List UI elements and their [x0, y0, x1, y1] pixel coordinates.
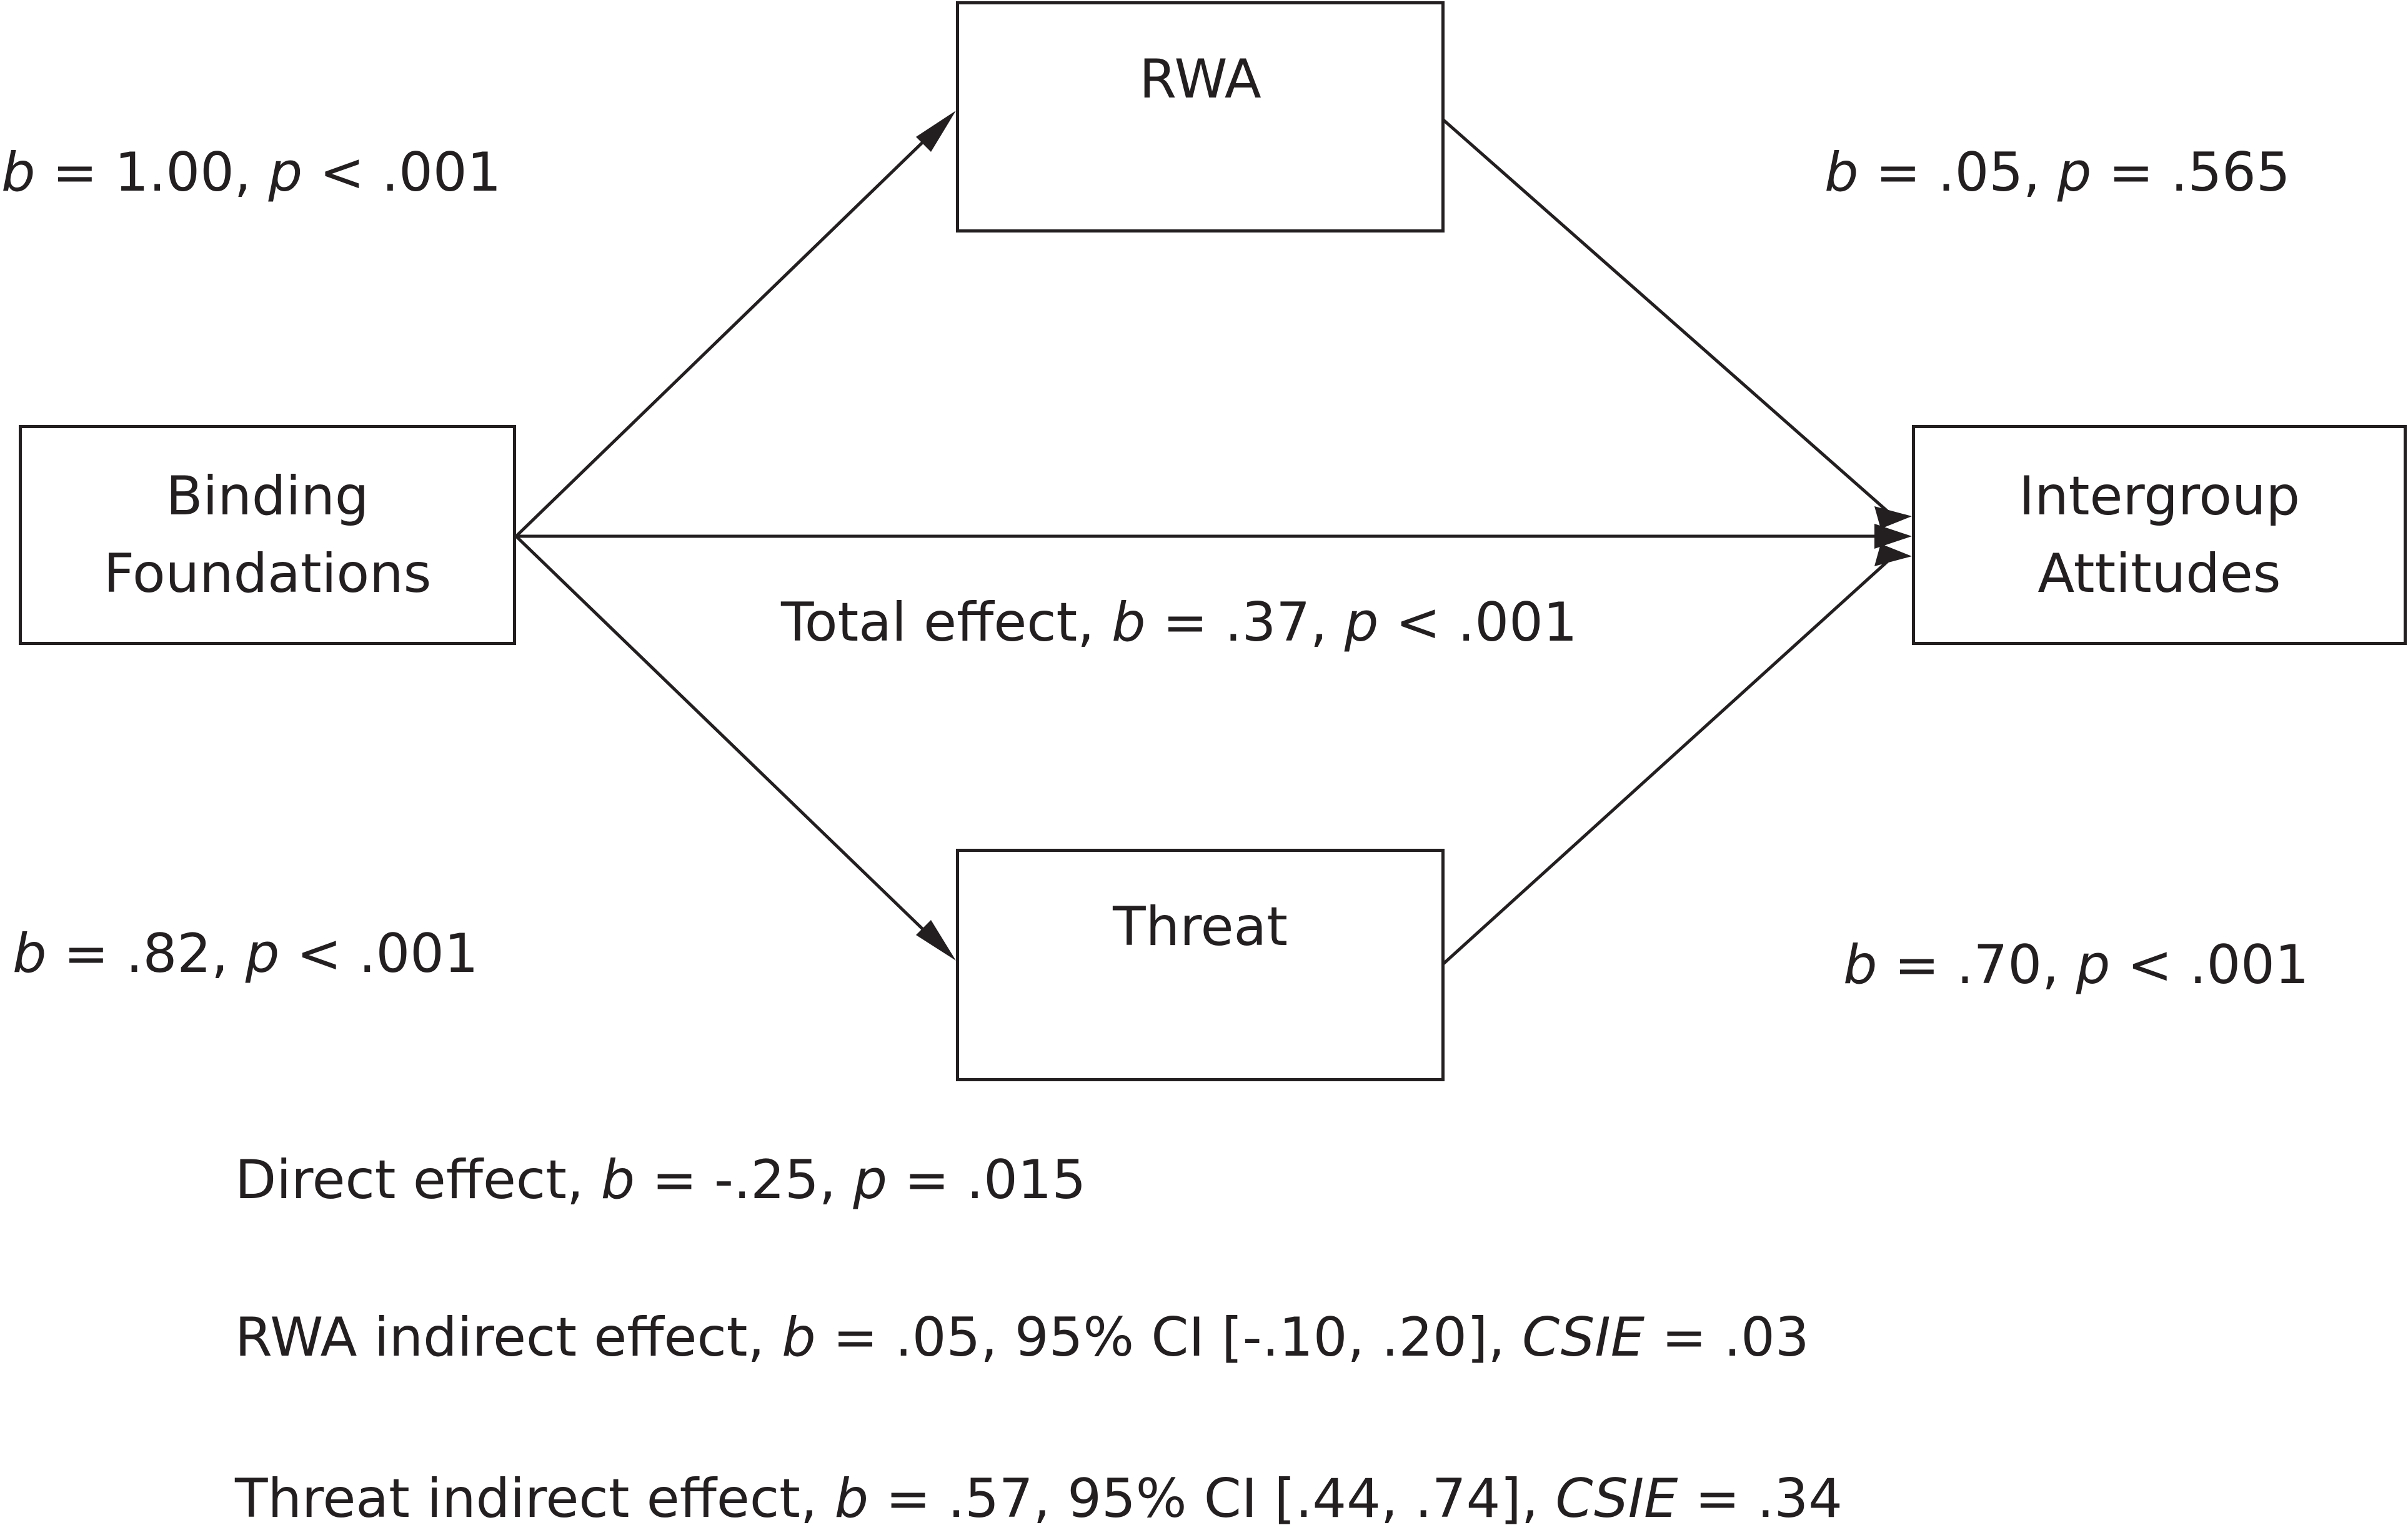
arrowhead-outcome-top	[1874, 506, 1912, 529]
node-intergroup-attitudes-label: Intergroup Attitudes	[2018, 465, 2301, 605]
arrowhead-threat	[916, 920, 956, 961]
arrow-rwa-to-outcome	[1441, 118, 1894, 518]
label-total-effect: Total effect, b = .37, p < .001	[781, 591, 1578, 654]
arrow-binding-to-threat	[515, 535, 937, 943]
arrow-binding-to-rwa	[515, 128, 937, 538]
node-rwa-label: RWA	[1139, 48, 1261, 111]
direct-effect-line: Direct effect, b = -.25, p = .015	[235, 1149, 1087, 1211]
node-binding-foundations-label: Binding Foundations	[103, 465, 432, 605]
label-rwa-to-outcome: b = .05, p = .565	[1824, 141, 2291, 204]
node-threat: Threat	[956, 849, 1445, 1081]
arrowhead-rwa	[916, 111, 956, 152]
arrowhead-outcome-bottom	[1874, 544, 1912, 566]
node-binding-foundations: Binding Foundations	[19, 425, 516, 645]
threat-indirect-effect-line: Threat indirect effect, b = .57, 95% CI …	[235, 1468, 1843, 1530]
label-binding-to-threat: b = .82, p < .001	[12, 922, 479, 985]
node-intergroup-attitudes: Intergroup Attitudes	[1912, 425, 2407, 645]
node-rwa: RWA	[956, 1, 1445, 232]
label-threat-to-outcome: b = .70, p < .001	[1843, 934, 2309, 996]
node-threat-label: Threat	[1113, 896, 1288, 958]
label-binding-to-rwa: b = 1.00, p < .001	[1, 141, 502, 204]
rwa-indirect-effect-line: RWA indirect effect, b = .05, 95% CI [-.…	[235, 1306, 1809, 1369]
arrow-threat-to-outcome	[1441, 555, 1894, 966]
arrowhead-outcome-mid	[1874, 524, 1912, 549]
